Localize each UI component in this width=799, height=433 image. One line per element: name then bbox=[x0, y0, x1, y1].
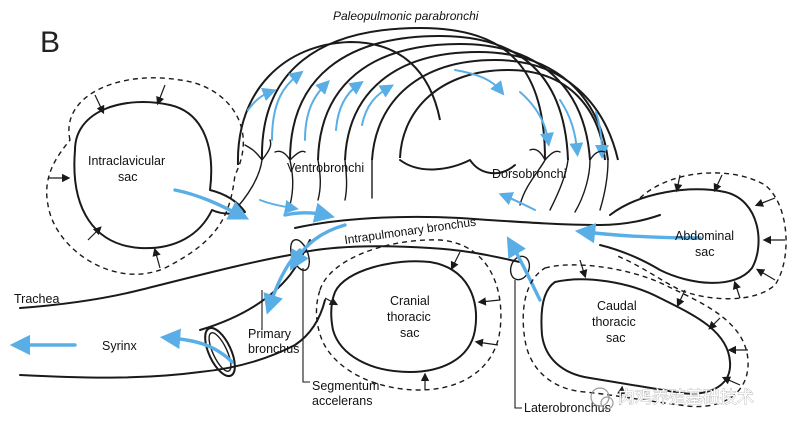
abdominal-sac-label: Abdominal bbox=[675, 229, 734, 243]
airflow-arrow bbox=[498, 192, 536, 211]
watermark-logo-icon bbox=[600, 396, 614, 410]
airflow-arrow bbox=[335, 80, 364, 131]
pressure-arrow bbox=[156, 84, 166, 106]
pressure-arrow bbox=[324, 297, 339, 306]
bronchus-lower-wall bbox=[289, 245, 521, 263]
pressure-arrow bbox=[152, 247, 161, 269]
panel-letter: B bbox=[40, 26, 60, 59]
pressure-arrow bbox=[721, 376, 741, 386]
pressure-arrow bbox=[579, 259, 588, 279]
pressure-arrow bbox=[732, 280, 741, 299]
cranial-thoracic-sac-label: sac bbox=[400, 326, 419, 340]
syrinx-ring-inner bbox=[208, 332, 232, 372]
airflow-arrow bbox=[559, 99, 584, 157]
pressure-arrow bbox=[617, 385, 626, 406]
pressure-arrow bbox=[674, 174, 683, 193]
pressure-arrow bbox=[474, 338, 499, 348]
pressure-arrow bbox=[676, 289, 686, 308]
airflow-arrow bbox=[283, 202, 335, 223]
airflow-arrow bbox=[173, 188, 250, 220]
ventrobronchi-branch bbox=[229, 139, 373, 216]
caudal-thoracic-sac: Caudal thoracic sac bbox=[522, 259, 749, 408]
caudal-thoracic-sac-label: thoracic bbox=[592, 315, 636, 329]
paleopulmonic-parabronchi: Paleopulmonic parabronchi bbox=[236, 9, 619, 166]
laterobronchus-leader bbox=[514, 280, 522, 409]
airflow-arrow bbox=[574, 223, 702, 244]
paleopulmonic-parabronchi-label: Paleopulmonic parabronchi bbox=[333, 9, 479, 23]
intraclavicular-sac: Intraclavicular sac bbox=[46, 77, 246, 275]
primary-bronchus-label: bronchus bbox=[248, 342, 299, 356]
airflow-arrow bbox=[159, 328, 234, 364]
bronchi-branches: Ventrobronchi Dorsobronchi bbox=[229, 139, 609, 216]
intraclavicular-sac-boundary bbox=[46, 77, 245, 275]
segmentum-accelerans-label: Segmentum bbox=[312, 379, 379, 393]
airflow-arrow bbox=[289, 223, 347, 271]
pressure-arrow bbox=[754, 197, 776, 207]
airflow-arrow bbox=[361, 84, 395, 126]
intrapulmonary-bronchus-label: Intrapulmonary bronchus bbox=[343, 215, 476, 247]
cranial-thoracic-sac-label: Cranial bbox=[390, 294, 430, 308]
airflow-arrow bbox=[304, 80, 330, 141]
caudal-thoracic-sac-outline bbox=[540, 278, 732, 395]
bronchus-upper-wall bbox=[294, 214, 661, 229]
airflow-arrow bbox=[271, 70, 304, 141]
watermark: 肉鸡养殖基础技术 bbox=[590, 387, 754, 410]
airflow-arrow bbox=[506, 236, 542, 302]
parabronchus-arch bbox=[399, 68, 606, 161]
segmentum-accelerans-leader bbox=[302, 268, 310, 383]
dorsobronchi-branch bbox=[519, 148, 609, 213]
cranial-thoracic-sac: Cranial thoracic sac bbox=[315, 239, 502, 391]
cranial-thoracic-sac-outline bbox=[330, 260, 477, 373]
cranial-thoracic-sac-boundary bbox=[315, 239, 502, 391]
syrinx-label: Syrinx bbox=[102, 339, 137, 353]
dorsobronchi-label: Dorsobronchi bbox=[492, 167, 566, 181]
abdominal-sac-boundary bbox=[614, 172, 787, 300]
caudal-thoracic-sac-boundary bbox=[522, 264, 749, 408]
watermark-text: 肉鸡养殖基础技术 bbox=[618, 388, 754, 408]
abdominal-sac: Abdominal sac bbox=[599, 172, 787, 300]
pressure-arrow bbox=[477, 297, 501, 306]
pressure-arrow bbox=[450, 251, 461, 271]
parabronchus-arch bbox=[289, 34, 569, 161]
trachea-lower-wall bbox=[19, 299, 326, 379]
trachea-upper-wall bbox=[19, 254, 291, 309]
ventrobronchi-label: Ventrobronchi bbox=[287, 161, 364, 175]
parabronchus-arch bbox=[344, 50, 609, 161]
pressure-arrow bbox=[708, 317, 721, 330]
intrapulmonary-bronchus: Intrapulmonary bronchus Trachea Syrinx P… bbox=[9, 188, 702, 379]
syrinx-ring bbox=[204, 326, 236, 378]
abdominal-sac-label: sac bbox=[695, 245, 714, 259]
parabronchus-arch bbox=[317, 42, 591, 161]
central-ridge bbox=[399, 159, 516, 175]
intraclavicular-sac-outline bbox=[73, 101, 246, 250]
airflow-arrow bbox=[259, 199, 299, 214]
segmentum-accelerans-label: accelerans bbox=[312, 394, 372, 408]
caudal-thoracic-sac-label: Caudal bbox=[597, 299, 637, 313]
pressure-arrow bbox=[94, 94, 105, 115]
airflow-arrow bbox=[247, 87, 277, 111]
caudal-thoracic-sac-label: sac bbox=[606, 331, 625, 345]
intraclavicular-sac-label: Intraclavicular bbox=[88, 154, 165, 168]
trachea-label: Trachea bbox=[14, 292, 59, 306]
airflow-arrow bbox=[454, 69, 505, 96]
primary-bronchus-label: Primary bbox=[248, 327, 292, 341]
pressure-arrow bbox=[713, 174, 723, 193]
airflow-arrow bbox=[594, 111, 609, 159]
pressure-arrow bbox=[87, 226, 102, 241]
parabronchus-arch bbox=[371, 58, 619, 161]
cranial-thoracic-sac-label: thoracic bbox=[387, 310, 431, 324]
laterobronchus-label: Laterobronchus bbox=[524, 401, 611, 415]
intraclavicular-sac-label: sac bbox=[118, 170, 137, 184]
airflow-arrow bbox=[519, 91, 554, 147]
parabronchus-arch bbox=[260, 26, 546, 161]
pressure-arrow bbox=[755, 268, 776, 281]
